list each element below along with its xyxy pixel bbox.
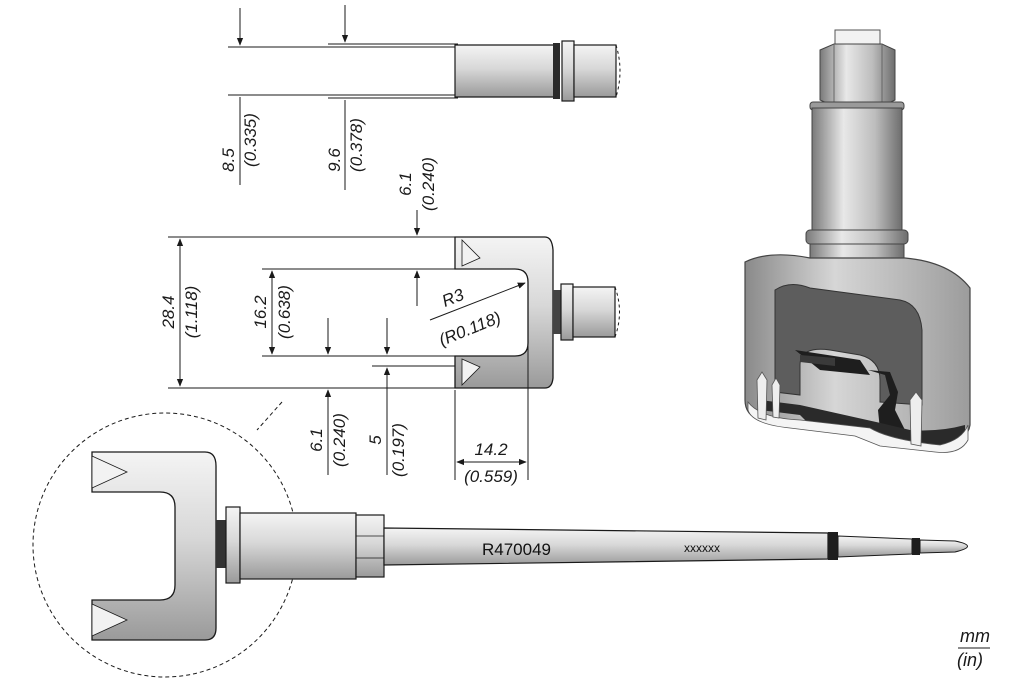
dim-14-2-in: (0.559) — [464, 467, 518, 486]
dimension-5: 5 (0.197) — [366, 318, 408, 477]
dimension-r3: R3 (R0.118) — [429, 282, 526, 350]
dim-r3-in: (R0.118) — [436, 308, 503, 350]
dim-28-4-in: (1.118) — [182, 286, 201, 339]
units-legend: mm (in) — [957, 626, 990, 670]
dim-16-2-in: (0.638) — [275, 285, 294, 339]
unit-mm: mm — [960, 626, 990, 646]
dim-5-in: (0.197) — [389, 423, 408, 477]
dim-6-1-bottom-mm: 6.1 — [307, 428, 326, 452]
dimension-6-1-top: 6.1 (0.240) — [396, 157, 438, 306]
dim-14-2-mm: 14.2 — [474, 440, 508, 459]
unit-in: (in) — [957, 650, 983, 670]
dim-16-2-mm: 16.2 — [251, 295, 270, 329]
dim-8-5-in: (0.335) — [241, 113, 260, 167]
dim-9-6-in: (0.378) — [347, 118, 366, 172]
full-tip-view: R470049 xxxxxx — [91, 451, 968, 641]
part-number: R470049 — [482, 540, 551, 559]
dim-9-6-mm: 9.6 — [325, 148, 344, 172]
fork-side-view — [168, 236, 620, 389]
dim-8-5-mm: 8.5 — [219, 148, 238, 172]
dimension-9-6: 9.6 (0.378) — [325, 5, 366, 190]
dim-6-1-top-in: (0.240) — [419, 157, 438, 211]
dimension-14-2: 14.2 (0.559) — [454, 282, 529, 486]
dimension-6-1-bottom: 6.1 (0.240) — [307, 318, 349, 475]
dimension-8-5: 8.5 (0.335) — [219, 8, 260, 185]
dim-6-1-bottom-in: (0.240) — [330, 413, 349, 467]
top-shank-view — [228, 40, 621, 102]
dim-6-1-top-mm: 6.1 — [396, 172, 415, 196]
dimension-16-2: 16.2 (0.638) — [251, 270, 294, 355]
serial-placeholder: xxxxxx — [684, 541, 720, 555]
dim-28-4-mm: 28.4 — [159, 295, 178, 329]
tip-3d-render — [744, 29, 971, 453]
dimension-28-4: 28.4 (1.118) — [159, 238, 201, 387]
dim-5-mm: 5 — [366, 435, 385, 445]
